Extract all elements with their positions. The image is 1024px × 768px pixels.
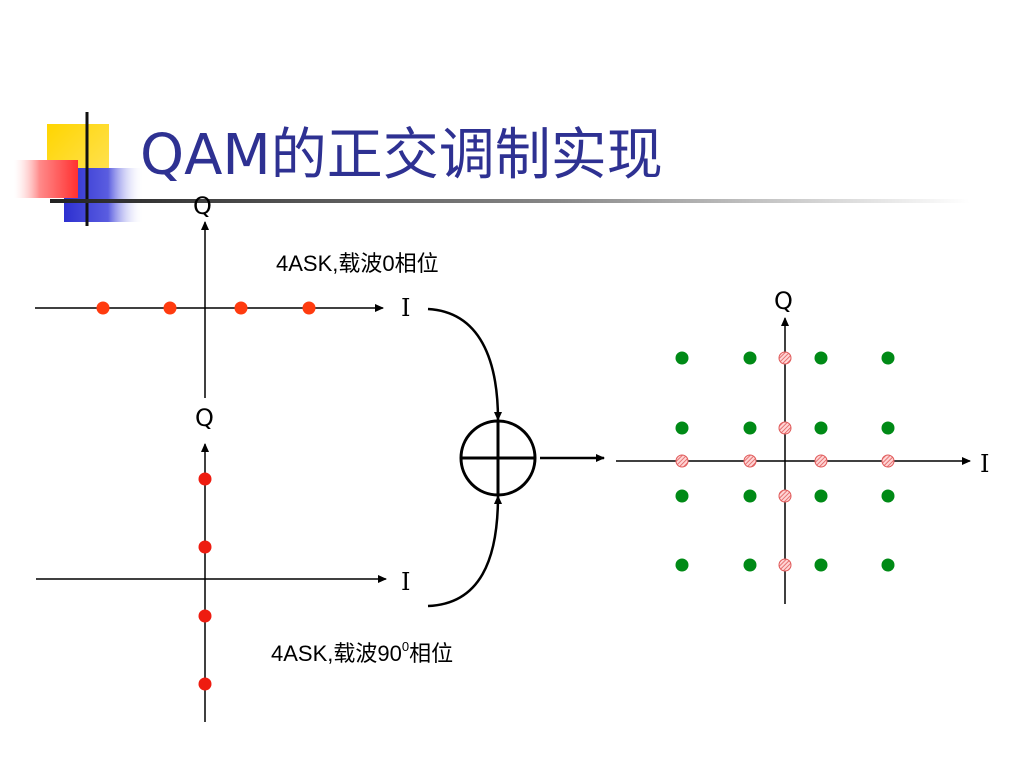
qam-point	[743, 421, 757, 435]
q-projection-point	[778, 489, 792, 503]
bottom-caption: 4ASK,载波900相位	[271, 636, 453, 668]
bottom-panel	[36, 443, 387, 722]
top-ask-point	[163, 301, 177, 315]
qam-point	[675, 558, 689, 572]
qam-point	[814, 351, 828, 365]
top-caption: 4ASK,载波0相位	[276, 251, 439, 276]
bottom-ask-point	[198, 677, 212, 691]
bottom-caption-main: 4ASK,载波90	[271, 641, 402, 666]
q-projection-point	[778, 351, 792, 365]
adder-block	[427, 307, 605, 608]
i-projection-point	[881, 454, 895, 468]
qam-point	[881, 351, 895, 365]
constellation-points	[675, 351, 895, 572]
top-i-label: I	[401, 294, 411, 322]
qam-point	[675, 421, 689, 435]
qam-point	[675, 489, 689, 503]
top-q-label: Q	[193, 192, 212, 220]
const-q-label: Q	[774, 287, 793, 315]
qam-point	[743, 351, 757, 365]
qam-point	[881, 489, 895, 503]
qam-point	[881, 421, 895, 435]
constellation-panel	[616, 317, 971, 604]
bottom-points	[198, 472, 212, 691]
qam-point	[814, 489, 828, 503]
bottom-i-label: I	[401, 568, 411, 596]
i-projection-point	[814, 454, 828, 468]
bottom-caption-tail: 相位	[409, 641, 454, 666]
bottom-caption-sup: 0	[401, 639, 410, 654]
qam-point	[743, 558, 757, 572]
qam-point	[881, 558, 895, 572]
const-i-label: I	[980, 450, 990, 478]
top-panel	[35, 221, 384, 398]
top-ask-point	[96, 301, 110, 315]
qam-point	[814, 421, 828, 435]
bottom-ask-point	[198, 540, 212, 554]
i-projection-point	[743, 454, 757, 468]
top-ask-point	[302, 301, 316, 315]
q-projection-point	[778, 558, 792, 572]
plus-circle-icon	[459, 419, 537, 497]
bottom-ask-point	[198, 472, 212, 486]
q-projection-point	[778, 421, 792, 435]
qam-point	[814, 558, 828, 572]
bottom-input-arrow	[427, 495, 502, 608]
bottom-q-label: Q	[195, 404, 214, 432]
projection-points	[675, 351, 895, 572]
i-projection-point	[675, 454, 689, 468]
page-title: QAM的正交调制实现	[140, 123, 663, 188]
qam-point	[675, 351, 689, 365]
top-points	[96, 301, 316, 315]
qam-point	[743, 489, 757, 503]
top-input-arrow	[427, 307, 502, 421]
bottom-ask-point	[198, 609, 212, 623]
top-ask-point	[234, 301, 248, 315]
